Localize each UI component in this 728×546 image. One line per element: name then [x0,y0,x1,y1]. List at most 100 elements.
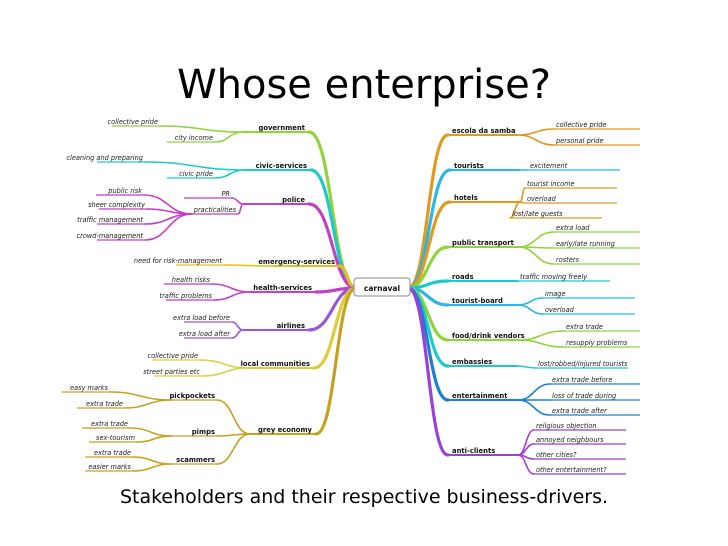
branch-label: embassies [452,358,492,366]
branch-label: emergency-services [258,258,335,266]
leaf-label: sex-tourism [96,434,135,442]
branch-label: food/drink vendors [452,332,525,340]
child-link [517,134,555,146]
child-link [201,367,249,377]
child-link [213,291,251,301]
child-link [216,433,251,465]
branch-link-1 [309,168,358,290]
leaf-label: extra trade after [552,407,608,415]
leaf-label: cleaning and preparing [66,154,143,162]
leaf-label: overload [545,306,575,314]
child-link [517,246,555,265]
branch-label: hotels [454,194,478,202]
child-link [216,399,251,435]
leaf-label: extra trade [94,449,131,457]
branch-label: roads [452,273,474,281]
leaf-label: practicalities [193,206,237,214]
branch-label: airlines [277,322,305,330]
leaf-label: extra load [556,224,590,232]
leaf-label: tourist income [527,180,575,188]
child-link [214,131,244,143]
leaf-label: easier marks [88,463,131,471]
branch-label: entertainment [452,392,508,400]
leaf-label: collective pride [108,118,158,126]
leaf-label: personal pride [555,137,604,145]
leaf-label: collective pride [148,352,198,360]
child-link [237,203,244,215]
child-link [223,264,274,267]
leaf-label: need for risk-management [134,257,222,265]
branch-label: police [282,196,305,204]
leaf-label: PR [221,190,230,198]
child-link [517,330,565,341]
leaf-label: pickpockets [169,392,215,400]
leaf-label: traffic problems [159,292,212,300]
child-link [146,208,193,215]
child-link [231,329,244,339]
branch-link-7 [314,286,358,436]
leaf-label: traffic management [77,216,143,224]
leaf-label: civic pride [179,170,213,178]
child-link [517,297,544,306]
child-link [144,161,246,171]
leaf-label: early/late running [556,240,615,248]
child-link [211,283,251,293]
child-link [124,399,172,409]
leaf-label: street parties etc [143,368,200,376]
child-link [214,169,246,179]
branch-label: health-services [253,284,312,292]
leaf-label: collective pride [556,121,606,129]
branch-link-2 [307,202,358,290]
child-link [517,128,555,136]
leaf-label: annoyed neighbours [536,436,604,444]
leaf-label: public risk [107,187,143,195]
child-link [517,399,551,416]
leaf-label: extra trade [91,420,128,428]
child-link [519,187,526,203]
child-link [231,321,244,331]
child-link [159,125,244,133]
child-link [517,383,551,401]
branch-label: tourist-board [452,297,503,305]
leaf-label: lost/robbed/injured tourists [538,360,628,368]
child-link [136,435,172,443]
leaf-label: extra load before [173,314,230,322]
leaf-label: traffic moving freely [520,273,587,281]
leaf-label: extra trade [86,400,123,408]
branch-link-r7 [406,286,450,368]
child-link [144,213,193,241]
slide-subtitle: Stakeholders and their respective busine… [119,486,609,508]
leaf-label: excitement [530,162,568,170]
leaf-label: other cities? [536,451,577,459]
leaf-label: rosters [556,256,580,264]
leaf-label: religious objection [536,422,597,430]
leaf-label: resupply problems [566,339,628,347]
leaf-label: other entertainment? [536,466,607,474]
center-node [353,277,411,297]
leaf-label: scammers [176,456,215,464]
leaf-label: easy marks [70,384,109,392]
leaf-label: extra trade before [552,376,612,384]
branch-link-r1 [406,168,452,290]
child-link [109,391,172,401]
child-link [517,339,565,348]
branch-label: tourists [454,162,484,170]
child-link [132,463,172,472]
leaf-label: extra load after [179,330,232,338]
child-link [517,454,535,475]
child-link [132,456,172,465]
leaf-label: sheer complexity [88,201,145,209]
leaf-label: image [545,290,566,298]
branch-label: escola da samba [452,127,516,135]
leaf-label: lost/late guests [512,210,563,218]
leaf-label: pimps [192,428,215,436]
branch-label: public transport [452,239,515,247]
child-link [517,429,535,456]
child-link [517,365,537,369]
leaf-label: overload [527,195,557,203]
center-label: carnaval [364,284,400,293]
branch-link-r9 [406,286,450,457]
child-link [231,197,244,205]
